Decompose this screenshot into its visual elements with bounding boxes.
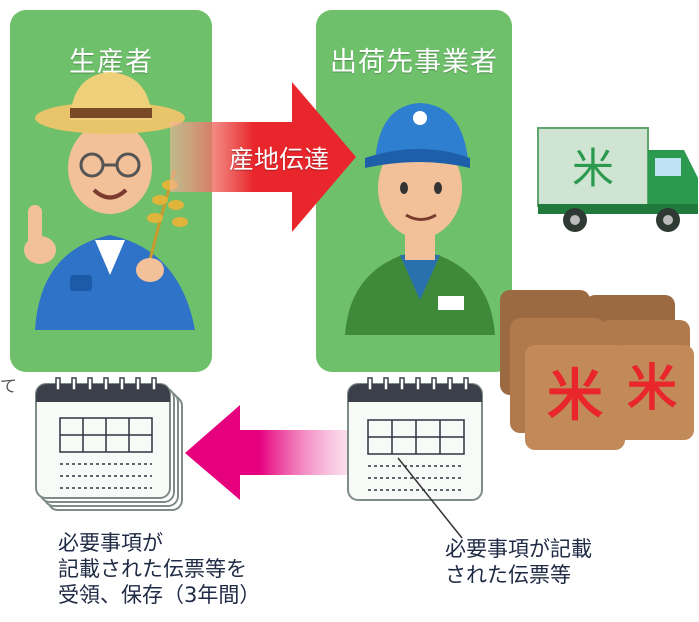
farmer-illustration [24,72,195,330]
note-line: された伝票等 [445,563,571,587]
note-line: 記載された伝票等を [58,557,247,581]
transfer-label: 産地伝達 [228,145,329,174]
rice-bags-illustration: 米 米 [500,290,694,450]
callout-line [397,457,463,539]
received-slips-icon [35,377,183,511]
truck-illustration: 米 [537,127,698,232]
cropped-text: て [0,377,17,397]
bag-rice-mark-front: 米 [547,364,603,429]
note-line: 必要事項が [58,531,163,555]
note-line: 必要事項が記載 [445,537,592,561]
transfer-arrow [170,82,356,232]
received-slips-note: 必要事項が 記載された伝票等を 受領、保存（3年間） [58,530,260,608]
issued-slip-icon [347,377,483,501]
worker-illustration [345,103,495,335]
shipper-title: 出荷先事業者 [330,47,498,78]
slip-transfer-arrow [185,405,350,500]
bag-rice-mark-back: 米 [627,359,677,417]
issued-slip-note: 必要事項が記載 された伝票等 [445,536,592,588]
note-line: 受領、保存（3年間） [58,583,261,607]
truck-rice-mark: 米 [572,144,614,193]
